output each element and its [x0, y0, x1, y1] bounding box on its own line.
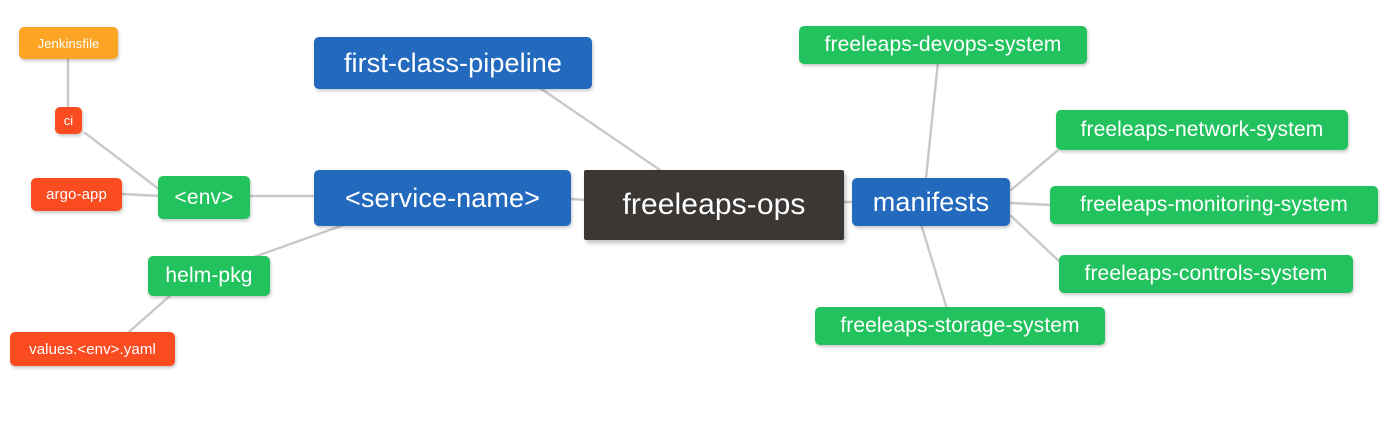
- node-label: freeleaps-ops: [622, 188, 806, 221]
- node-label: freeleaps-devops-system: [824, 33, 1062, 56]
- edge-manifests-network: [1009, 149, 1059, 192]
- node-label: helm-pkg: [165, 264, 253, 287]
- edge-argoapp-env: [120, 192, 162, 198]
- node-freeleaps-network-system[interactable]: freeleaps-network-system: [1056, 110, 1348, 150]
- node-env[interactable]: <env>: [158, 176, 250, 219]
- node-label: first-class-pipeline: [343, 47, 563, 78]
- node-freeleaps-monitoring-system[interactable]: freeleaps-monitoring-system: [1050, 186, 1378, 224]
- node-values-env-yaml[interactable]: values.<env>.yaml: [10, 332, 175, 366]
- node-label: Jenkinsfile: [37, 35, 100, 51]
- node-freeleaps-controls-system[interactable]: freeleaps-controls-system: [1059, 255, 1353, 293]
- node-helm-pkg[interactable]: helm-pkg: [148, 256, 270, 296]
- node-label: argo-app: [46, 186, 107, 203]
- node-label: freeleaps-monitoring-system: [1080, 193, 1348, 216]
- node-label: ci: [63, 113, 74, 128]
- node-label: freeleaps-network-system: [1080, 118, 1324, 141]
- edge-servicename-root: [569, 197, 587, 202]
- node-label: freeleaps-controls-system: [1084, 262, 1328, 285]
- node-first-class-pipeline[interactable]: first-class-pipeline: [314, 37, 592, 89]
- edge-firstclasspipeline-root: [538, 86, 662, 172]
- node-jenkinsfile[interactable]: Jenkinsfile: [19, 27, 118, 59]
- edge-manifests-storage: [919, 222, 949, 311]
- node-freeleaps-storage-system[interactable]: freeleaps-storage-system: [815, 307, 1105, 345]
- node-argo-app[interactable]: argo-app: [31, 178, 122, 211]
- node-ci[interactable]: ci: [55, 107, 82, 134]
- node-freeleaps-ops[interactable]: freeleaps-ops: [584, 170, 844, 240]
- edge-manifests-monitoring: [1009, 201, 1053, 207]
- node-label: manifests: [872, 186, 990, 217]
- edge-manifests-devops: [924, 60, 940, 180]
- node-label: values.<env>.yaml: [29, 340, 156, 358]
- node-label: <env>: [174, 185, 234, 209]
- node-service-name[interactable]: <service-name>: [314, 170, 571, 226]
- node-label: <service-name>: [345, 182, 540, 213]
- node-freeleaps-devops-system[interactable]: freeleaps-devops-system: [799, 26, 1087, 64]
- node-manifests[interactable]: manifests: [852, 178, 1010, 226]
- node-label: freeleaps-storage-system: [840, 314, 1080, 337]
